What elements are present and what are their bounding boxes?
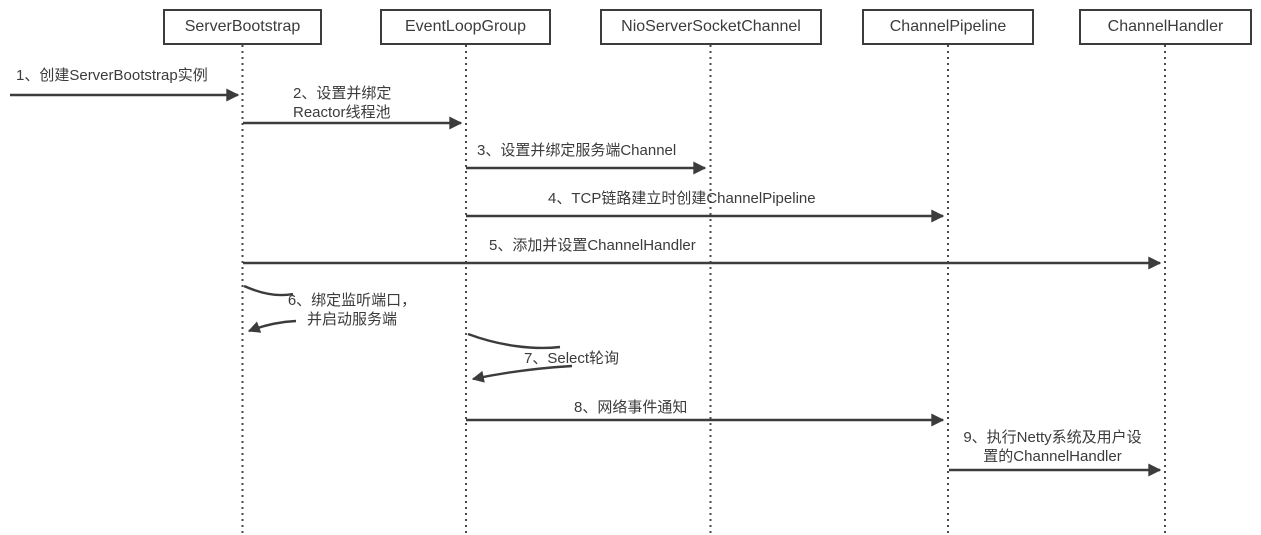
actor-label-serverbootstrap: ServerBootstrap (184, 18, 301, 35)
actor-box-serverbootstrap: ServerBootstrap (163, 9, 322, 45)
message-6-label: 6、绑定监听端口， 并启动服务端 (287, 292, 417, 328)
message-8-label: 8、网络事件通知 (574, 399, 688, 416)
message-7-self-return-arrow (471, 364, 573, 383)
actor-box-nioserversocketchannel: NioServerSocketChannel (600, 9, 822, 45)
actor-label-channelpipeline: ChannelPipeline (889, 18, 1007, 35)
actor-box-channelpipeline: ChannelPipeline (862, 9, 1034, 45)
actor-label-nioserversocketchannel: NioServerSocketChannel (621, 18, 801, 35)
message-2-label: 2、设置并绑定 Reactor线程池 (293, 85, 392, 121)
message-9-label: 9、执行Netty系统及用户设 置的ChannelHandler (963, 429, 1142, 465)
message-1-label: 1、创建ServerBootstrap实例 (16, 67, 208, 84)
actor-label-channelhandler: ChannelHandler (1107, 18, 1224, 35)
message-3-label: 3、设置并绑定服务端Channel (477, 142, 677, 159)
message-7-label: 7、Select轮询 (524, 350, 620, 367)
actor-label-eventloopgroup: EventLoopGroup (405, 18, 526, 35)
actor-box-channelhandler: ChannelHandler (1079, 9, 1252, 45)
message-6-self-return-arrow (247, 319, 297, 333)
message-6-self-out-curve (243, 284, 294, 297)
actor-box-eventloopgroup: EventLoopGroup (380, 9, 551, 45)
message-7-self-out-curve (467, 332, 561, 350)
message-5-label: 5、添加并设置ChannelHandler (489, 237, 696, 254)
message-4-label: 4、TCP链路建立时创建ChannelPipeline (548, 190, 816, 207)
